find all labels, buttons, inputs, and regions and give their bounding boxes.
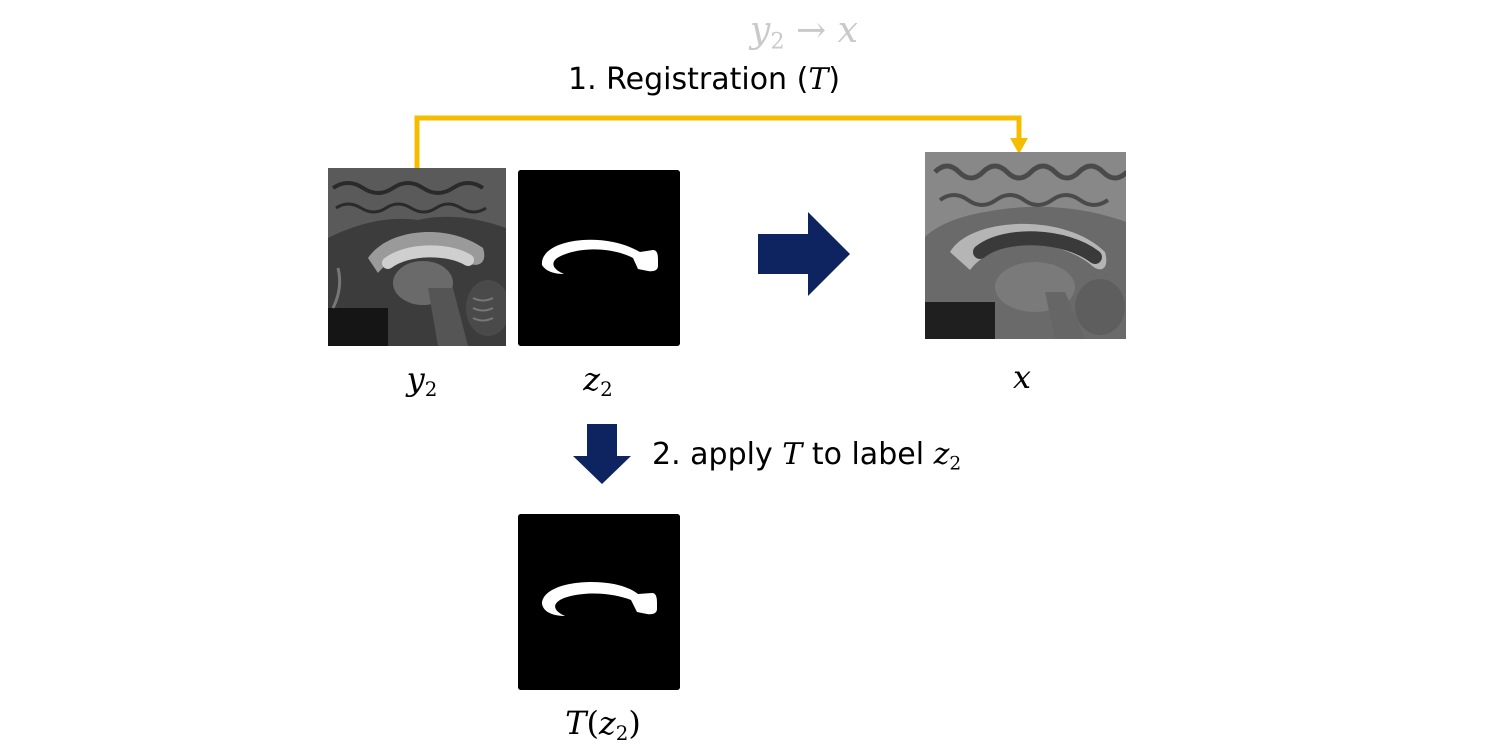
registration-label: 1. Registration (T): [568, 62, 840, 97]
x-label: x: [972, 358, 1072, 396]
registration-arrow-head: [1010, 138, 1028, 154]
apply-var-sub: 2: [949, 453, 962, 475]
title-from-var: y: [750, 10, 771, 51]
registration-text: 1. Registration (: [568, 62, 809, 97]
tz2-label-close: ): [628, 704, 641, 742]
y2-label-var: y: [406, 360, 425, 398]
x-mri-image: [925, 152, 1126, 339]
title-to-var: x: [837, 10, 858, 51]
apply-var: z2: [933, 437, 962, 475]
z2-label: z2: [548, 360, 648, 401]
registration-symbol: T: [808, 62, 829, 97]
apply-text: 2. apply: [652, 437, 783, 472]
apply-label: 2. apply T to label z2: [652, 437, 961, 475]
down-block-arrow: [573, 424, 631, 484]
y2-mri-image: [328, 168, 506, 346]
apply-symbol: T: [782, 437, 803, 472]
tz2-label-var: z: [598, 704, 616, 742]
z2-label-sub: 2: [600, 377, 613, 401]
right-block-arrow: [758, 212, 850, 296]
registration-close: ): [828, 62, 841, 97]
tz2-label-func: T: [565, 704, 587, 742]
apply-var-letter: z: [933, 437, 950, 472]
y2-label: y2: [372, 360, 472, 401]
tz2-label-open: (: [586, 704, 599, 742]
tz2-label: T(z2): [548, 704, 658, 745]
tz2-label-sub: 2: [615, 721, 629, 745]
y2-label-sub: 2: [424, 377, 438, 401]
z2-mask-image: [518, 170, 680, 346]
apply-middle: to label: [802, 437, 934, 472]
title-arrow: →: [796, 10, 827, 51]
tz2-mask-image: [518, 514, 680, 690]
registration-arrow-line: [414, 115, 1022, 170]
title-equation: y2 → x: [750, 10, 858, 55]
title-from-sub: 2: [770, 28, 785, 55]
x-label-var: x: [1012, 358, 1032, 396]
z2-label-var: z: [583, 360, 601, 398]
